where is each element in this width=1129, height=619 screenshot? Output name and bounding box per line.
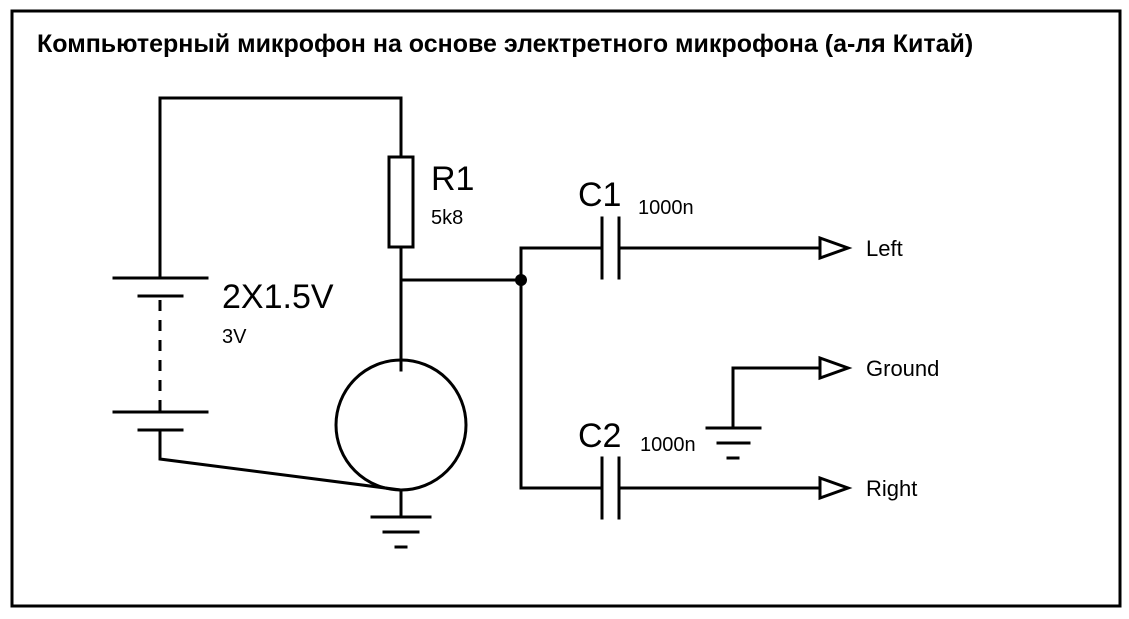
resistor-r1 [387, 155, 415, 249]
capacitor-c2 [600, 456, 621, 520]
c1-label: C1 [578, 176, 621, 214]
diagram-frame [10, 9, 1122, 608]
c1-value-label: 1000n [638, 197, 694, 219]
wire-ground-port [731, 366, 822, 428]
r1-value-label: 5k8 [431, 207, 463, 229]
port-arrow-right [818, 475, 853, 501]
battery-voltage-label: 3V [222, 326, 247, 348]
electret-microphone [334, 358, 468, 492]
ground-symbol-output [705, 426, 762, 460]
port-arrow-ground [818, 355, 853, 381]
wire-battery-to-ground [158, 428, 403, 492]
port-right-label: Right [866, 476, 917, 501]
ground-symbol-mic [370, 515, 432, 549]
diagram-title: Компьютерный микрофон на основе электрет… [37, 30, 973, 58]
battery-symbol [112, 276, 209, 432]
capacitor-c1 [600, 216, 621, 280]
battery-label: 2X1.5V [222, 278, 334, 316]
port-ground-label: Ground [866, 356, 939, 381]
r1-label: R1 [431, 160, 474, 198]
port-left-label: Left [866, 236, 903, 261]
wire-top-loop [158, 96, 403, 280]
c2-value-label: 1000n [640, 434, 696, 456]
c2-label: C2 [578, 417, 621, 455]
port-arrow-left [818, 235, 853, 261]
